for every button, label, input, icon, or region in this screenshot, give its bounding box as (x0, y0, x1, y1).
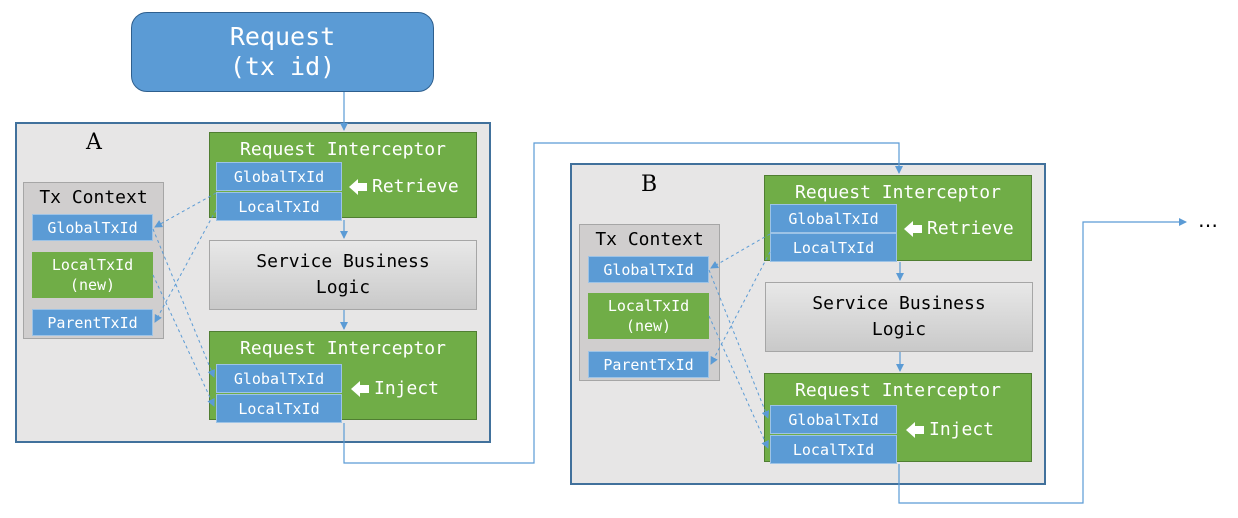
request-tx-id-label: (tx id) (229, 52, 336, 81)
interceptor-title: Request Interceptor (795, 182, 1001, 203)
context-local-tx-id: LocalTxId (new) (32, 252, 153, 298)
local-tx-id-label: LocalTxId (607, 297, 690, 315)
local-tx-id-new-label: (new) (625, 317, 672, 335)
inject-label: Inject (929, 419, 995, 440)
local-tx-id-label: LocalTxId (51, 256, 134, 274)
retrieve-action: Retrieve (348, 176, 459, 197)
retrieve-label: Retrieve (372, 176, 459, 197)
tx-context-title: Tx Context (39, 187, 148, 208)
service-b-label: B (641, 172, 658, 197)
continuation-ellipsis: … (1198, 208, 1218, 232)
context-parent-tx-id: ParentTxId (588, 351, 709, 378)
local-tx-id-new-label: (new) (69, 276, 116, 294)
service-a-label: A (86, 130, 102, 155)
left-arrow-icon (904, 220, 922, 237)
interceptor-title: Request Interceptor (240, 139, 446, 160)
service-a-business-logic: Service Business Logic (209, 240, 477, 310)
logic-label: Service Business (812, 293, 986, 314)
interceptor-local-tx-id: LocalTxId (216, 394, 342, 423)
request-label: Request (229, 22, 336, 51)
interceptor-local-tx-id: LocalTxId (770, 233, 897, 262)
context-parent-tx-id: ParentTxId (32, 309, 153, 336)
interceptor-local-tx-id: LocalTxId (770, 435, 897, 464)
logic-label-line2: Logic (871, 319, 927, 340)
service-b-business-logic: Service Business Logic (765, 282, 1033, 352)
left-arrow-icon (349, 178, 367, 195)
inject-action: Inject (905, 419, 994, 440)
retrieve-label: Retrieve (927, 218, 1014, 239)
request-box: Request (tx id) (131, 12, 434, 92)
logic-label: Service Business (256, 251, 430, 272)
interceptor-global-tx-id: GlobalTxId (770, 405, 897, 434)
left-arrow-icon (906, 421, 924, 438)
interceptor-local-tx-id: LocalTxId (216, 192, 342, 221)
interceptor-global-tx-id: GlobalTxId (216, 162, 342, 191)
interceptor-global-tx-id: GlobalTxId (770, 204, 897, 233)
retrieve-action: Retrieve (903, 218, 1014, 239)
interceptor-title: Request Interceptor (795, 380, 1001, 401)
context-local-tx-id: LocalTxId (new) (588, 293, 709, 339)
inject-label: Inject (374, 378, 440, 399)
inject-action: Inject (350, 378, 439, 399)
left-arrow-icon (351, 380, 369, 397)
interceptor-global-tx-id: GlobalTxId (216, 364, 342, 393)
context-global-tx-id: GlobalTxId (588, 256, 709, 283)
logic-label-line2: Logic (315, 277, 371, 298)
interceptor-title: Request Interceptor (240, 338, 446, 359)
context-global-tx-id: GlobalTxId (32, 214, 153, 241)
tx-context-title: Tx Context (595, 229, 704, 250)
